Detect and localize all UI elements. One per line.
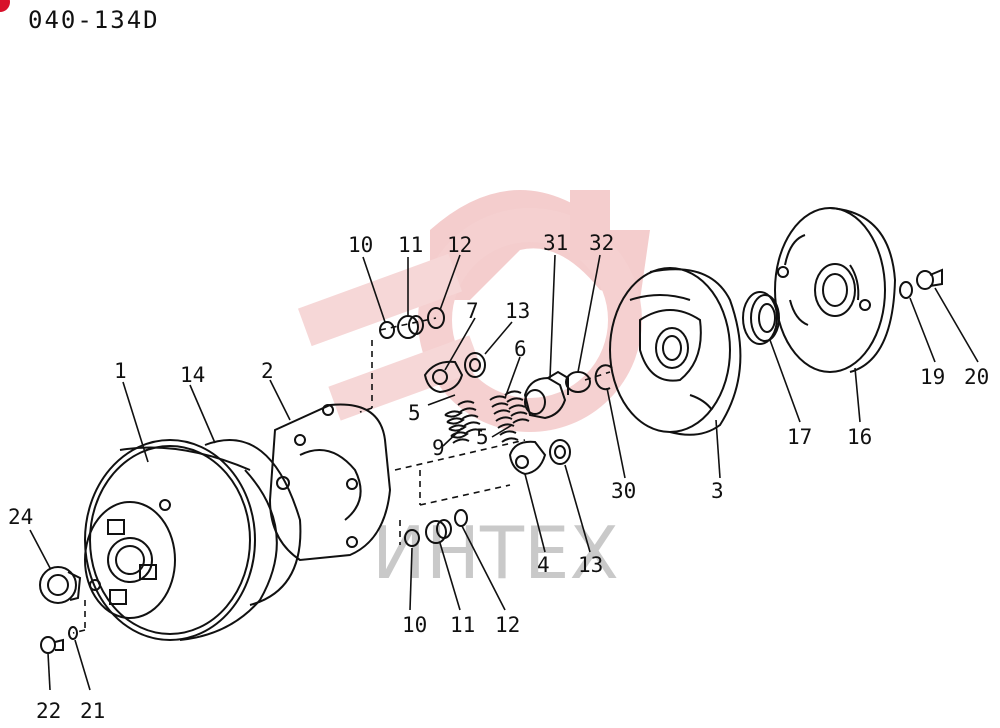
callout-14: 14 [180,363,205,387]
part-9-spring [457,400,483,434]
part-14-spring-ring [204,439,302,606]
leader-lines [29,254,979,691]
callout-21: 21 [80,699,105,723]
callout-7: 7 [466,299,479,323]
part-5-spring-left [444,410,470,444]
part-12-lower [454,509,468,527]
part-20-bolt [916,268,943,290]
part-12-upper [427,307,445,329]
callout-1: 1 [114,359,127,383]
part-5-spring-right [504,390,530,424]
callout-24: 24 [8,505,33,529]
part-17-seal [742,291,780,345]
callout-22: 22 [36,699,61,723]
callout-30: 30 [611,479,636,503]
callout-31: 31 [543,231,568,255]
part-3-cover [609,267,742,436]
callout-11-lower: 11 [450,613,475,637]
callout-12-lower: 12 [495,613,520,637]
callout-20: 20 [964,365,989,389]
callout-4: 4 [537,553,550,577]
part-19-washer [899,281,913,299]
callout-5-lower: 5 [476,425,489,449]
callout-11-upper: 11 [398,233,423,257]
assembly-lines [72,317,611,634]
part-7-weight [423,360,464,394]
part-24-bolt [39,566,82,604]
callout-16: 16 [847,425,872,449]
callout-17: 17 [787,425,812,449]
corner-mark [0,0,10,12]
part-2-hub [268,403,392,562]
part-10-lower [404,529,420,547]
callout-13-upper: 13 [505,299,530,323]
callout-3: 3 [711,479,724,503]
callout-9: 9 [432,436,445,460]
part-1-clutch-drum [84,439,278,641]
callout-labels: 1 14 2 10 11 12 7 13 5 9 6 5 31 32 30 4 … [8,231,989,723]
callout-6: 6 [514,337,527,361]
part-6-spring [489,395,519,443]
part-4-weight [508,440,547,476]
part-13-lower [549,439,571,465]
callout-32: 32 [589,231,614,255]
watermark-text: ИНТЕХ [372,511,619,595]
callout-2: 2 [261,359,274,383]
part-16-plate [774,207,897,373]
part-21-washer [68,626,78,640]
drawing-code: 040-134D [28,6,160,34]
callout-10-lower: 10 [402,613,427,637]
callout-13-lower: 13 [578,553,603,577]
part-13-upper [464,352,486,378]
callout-10-upper: 10 [348,233,373,257]
callout-19: 19 [920,365,945,389]
part-11-lower [425,519,452,544]
watermark-logo [297,190,650,432]
callout-12-upper: 12 [447,233,472,257]
callout-5-upper: 5 [408,401,421,425]
part-22-bolt [40,636,64,654]
